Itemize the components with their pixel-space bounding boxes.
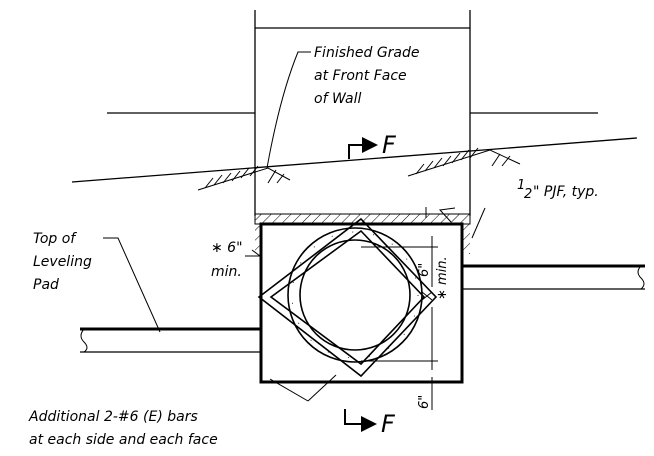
section-letter-bottom: F	[381, 410, 396, 438]
label-leveling-3: Pad	[33, 277, 59, 293]
concrete-box	[259, 222, 464, 384]
label-pjf-half: 1	[517, 178, 525, 193]
pipe-outer	[287, 227, 423, 363]
label-finished-grade-1: Finished Grade	[314, 45, 420, 61]
label-pjf: " PJF, typ.	[533, 184, 599, 200]
pjf-band-left	[255, 224, 261, 254]
label-finished-grade-2: at Front Face	[314, 68, 407, 84]
soil-hatch-right	[407, 147, 521, 177]
soil-hatch-left	[197, 165, 291, 191]
leveling-pad-right	[462, 264, 645, 290]
dimension-left	[245, 249, 261, 257]
diamond-bars-inner	[269, 229, 426, 366]
pipe-reinforcement	[291, 231, 419, 359]
label-dim-6-right: 6"	[417, 263, 432, 277]
label-leveling-1: Top of	[33, 231, 77, 247]
wall-outline	[107, 10, 598, 216]
section-letter-top: F	[382, 131, 397, 159]
label-finished-grade-3: of Wall	[314, 91, 361, 107]
leveling-pad-left	[80, 327, 261, 353]
label-leveling-2: Leveling	[33, 254, 92, 270]
label-dim-6-bottom: 6"	[417, 395, 432, 409]
dimension-right	[361, 207, 438, 370]
section-marker-bottom: F	[344, 409, 396, 438]
leader-lines	[103, 51, 486, 402]
label-six-min-2: min.	[211, 264, 242, 280]
section-marker-top: F	[348, 131, 397, 159]
label-bars-1: Additional 2-#6 (E) bars	[28, 409, 198, 425]
label-six-min-1: ∗ 6"	[211, 240, 243, 256]
label-bars-2: at each side and each face	[29, 432, 218, 448]
finished-grade-line	[71, 137, 638, 183]
pipe-inner	[299, 239, 411, 351]
pjf-band-right	[462, 224, 470, 254]
label-pjf-2: 2	[524, 187, 532, 202]
label-dim-min-right: ∗ min.	[435, 256, 450, 300]
